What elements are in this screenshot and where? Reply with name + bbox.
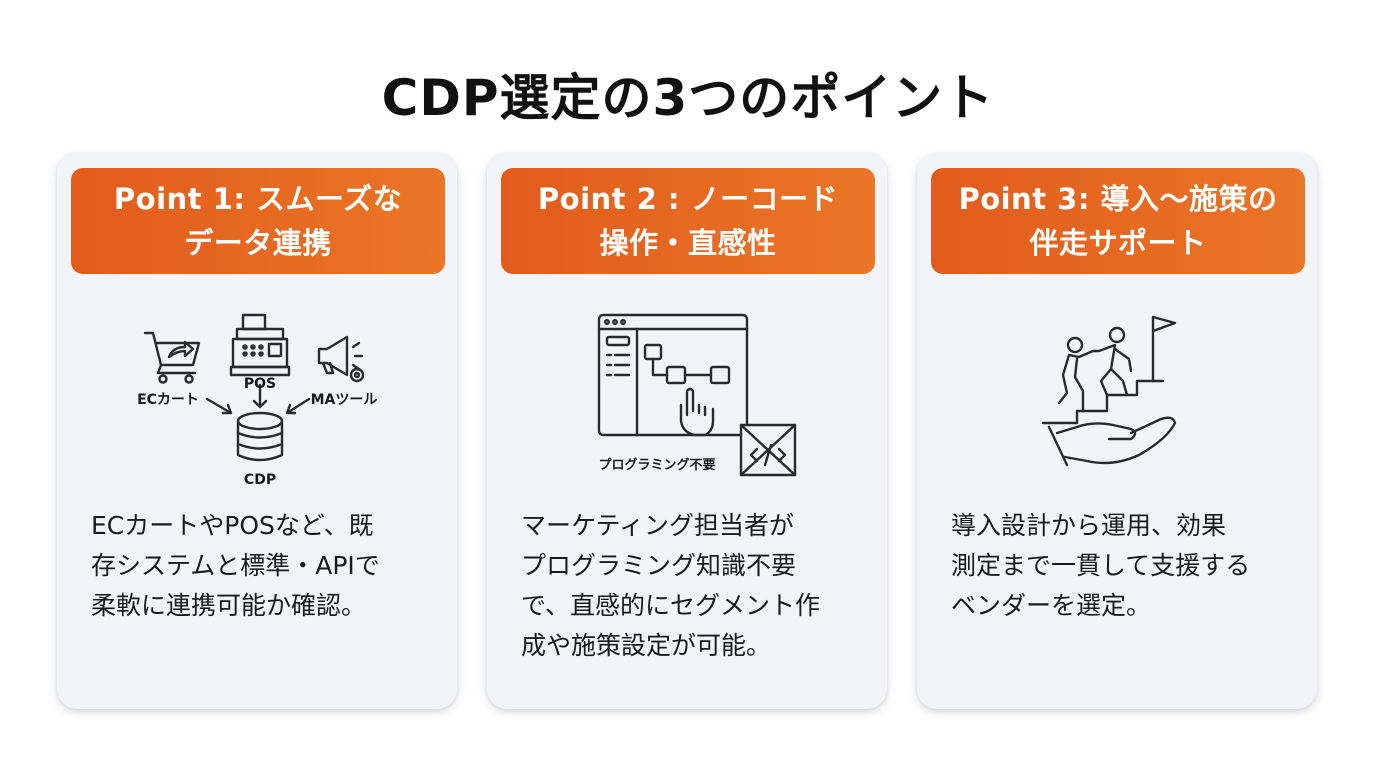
support-illustration — [917, 303, 1317, 493]
ec-cart-label: ECカート — [137, 392, 199, 408]
point-card-3-header-line-2: 伴走サポート — [1029, 226, 1207, 260]
point-card-2: Point 2 : ノーコード 操作・直感性 — [487, 153, 887, 709]
description-line: 成や施策設定が可能。 — [521, 631, 772, 660]
description-line: 測定まで一貫して支援する — [951, 551, 1251, 580]
description-line: で、直感的にセグメント作 — [521, 591, 821, 620]
shopping-cart-icon — [143, 331, 201, 384]
point-card-1: Point 1: スムーズな データ連携 — [57, 153, 457, 709]
point-card-3: Point 3: 導入〜施策の 伴走サポート 導入設 — [917, 153, 1317, 709]
point-card-2-header-line-1: Point 2 : ノーコード — [537, 182, 839, 216]
description-line: 柔軟に連携可能か確認。 — [91, 591, 367, 620]
flowchart-icon — [643, 343, 731, 385]
crossed-out-code-icon — [739, 423, 797, 477]
megaphone-icon — [317, 335, 365, 383]
point-card-1-header-line-1: Point 1: スムーズな — [113, 182, 403, 216]
description-line: プログラミング知識不要 — [521, 551, 797, 580]
page-title: CDP選定の3つのポイント — [381, 69, 995, 127]
arrow-icon — [252, 383, 268, 409]
data-integration-illustration: POS ECカート MAツール CDP — [57, 303, 457, 493]
point-card-3-description: 導入設計から運用、効果 測定まで一貫して支援する ベンダーを選定。 — [951, 506, 1301, 626]
point-card-1-header-line-2: データ連携 — [184, 226, 332, 260]
pointer-hand-icon — [679, 387, 715, 437]
point-card-3-header-line-1: Point 3: 導入〜施策の — [958, 182, 1278, 216]
browser-window-icon — [597, 313, 749, 437]
point-card-1-header: Point 1: スムーズな データ連携 — [71, 168, 445, 274]
database-icon — [236, 411, 284, 462]
point-card-2-description: マーケティング担当者が プログラミング知識不要 で、直感的にセグメント作 成や施… — [521, 506, 871, 666]
stairs-flag-icon — [1041, 315, 1177, 425]
point-card-2-header: Point 2 : ノーコード 操作・直感性 — [501, 168, 875, 274]
point-card-3-header: Point 3: 導入〜施策の 伴走サポート — [931, 168, 1305, 274]
people-helping-icon — [1057, 326, 1133, 413]
description-line: 存システムと標準・APIで — [91, 551, 380, 580]
point-card-2-header-line-2: 操作・直感性 — [599, 226, 777, 260]
no-code-illustration: プログラミング不要 — [487, 303, 887, 493]
description-line: ECカートやPOSなど、既 — [91, 511, 374, 540]
arrow-icon — [205, 397, 233, 415]
description-line: 導入設計から運用、効果 — [951, 511, 1227, 540]
pos-label: POS — [244, 376, 276, 392]
no-programming-label: プログラミング不要 — [598, 457, 715, 473]
arrow-icon — [285, 397, 311, 415]
ma-tool-label: MAツール — [311, 392, 378, 408]
description-line: マーケティング担当者が — [521, 511, 795, 540]
description-line: ベンダーを選定。 — [951, 591, 1152, 620]
open-hand-icon — [1047, 416, 1177, 467]
point-card-1-description: ECカートやPOSなど、既 存システムと標準・APIで 柔軟に連携可能か確認。 — [91, 506, 441, 626]
cdp-label: CDP — [244, 472, 276, 488]
cash-register-icon — [229, 313, 291, 377]
